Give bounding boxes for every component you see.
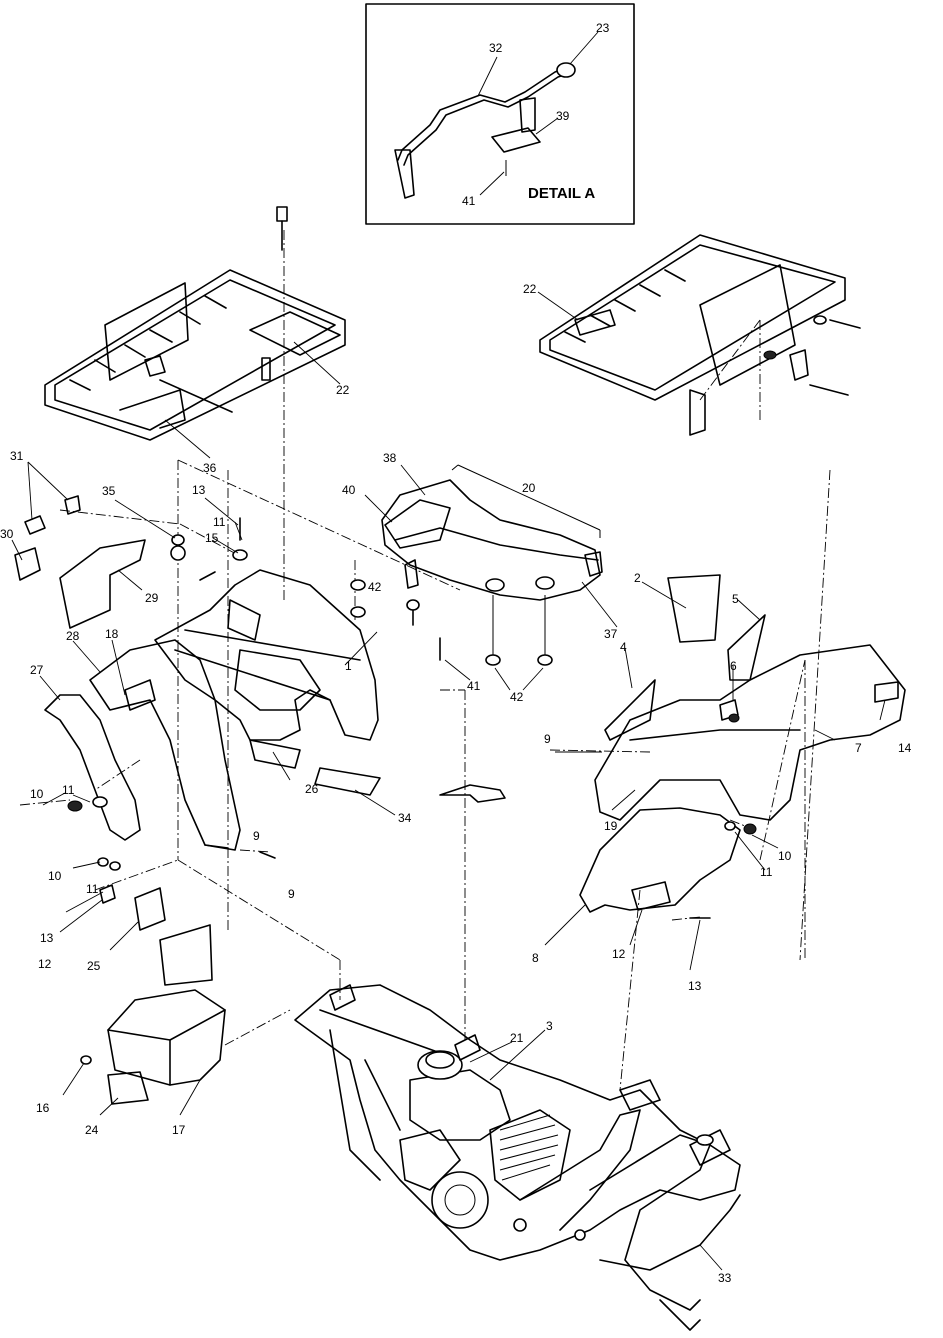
callout-7: 7 (855, 741, 862, 755)
callout-13-upper: 13 (192, 483, 206, 497)
mud-flap-27 (44, 694, 141, 841)
rear-fender-7 (594, 644, 906, 821)
callout-20: 20 (522, 481, 536, 495)
callout-6: 6 (730, 659, 737, 673)
seat (381, 479, 603, 601)
panel-34 (314, 767, 381, 796)
callout-26: 26 (305, 782, 319, 796)
bracket-25 (134, 887, 166, 931)
callout-8: 8 (532, 951, 539, 965)
detail-callout-41: 41 (462, 194, 476, 208)
battery-box-17 (107, 989, 226, 1086)
pad-24 (107, 1071, 149, 1105)
callout-22-front-rack: 22 (336, 383, 350, 397)
callout-9-rear: 9 (544, 732, 551, 746)
inner-fender-8 (579, 807, 741, 913)
callout-27: 27 (30, 663, 44, 677)
callout-42-upper: 42 (368, 580, 382, 594)
callout-21: 21 (510, 1031, 524, 1045)
callout-33: 33 (718, 1271, 732, 1285)
callout-35: 35 (102, 484, 116, 498)
callout-11-rear: 11 (760, 865, 773, 879)
detail-callout-39: 39 (556, 109, 570, 123)
footrest-plate (439, 784, 506, 803)
callout-2: 2 (634, 571, 641, 585)
front-rack (44, 206, 346, 441)
callout-41: 41 (467, 679, 481, 693)
callout-36: 36 (203, 461, 217, 475)
callout-14: 14 (898, 741, 912, 755)
callout-10-lower: 10 (48, 869, 62, 883)
callout-24: 24 (85, 1123, 99, 1137)
callout-13-lower: 13 (40, 931, 54, 945)
callout-29: 29 (145, 591, 159, 605)
callout-34: 34 (398, 811, 412, 825)
detail-callout-23: 23 (596, 21, 610, 35)
bracket-29 (59, 539, 146, 629)
callout-15: 15 (205, 531, 219, 545)
callout-13-rear: 13 (688, 979, 702, 993)
callout-18: 18 (105, 627, 119, 641)
panel-26 (249, 739, 301, 769)
callout-42-lower: 42 (510, 690, 524, 704)
callout-22-rear-rack: 22 (523, 282, 537, 296)
panel-2 (667, 574, 721, 643)
callout-38: 38 (383, 451, 397, 465)
detail-a-title: DETAIL A (528, 185, 595, 202)
callout-1: 1 (345, 659, 352, 673)
callout-16: 16 (36, 1101, 50, 1115)
rear-rack (539, 234, 861, 436)
front-fender-1 (154, 569, 379, 741)
callout-4: 4 (620, 640, 627, 654)
callout-10-rear: 10 (778, 849, 792, 863)
callout-11-upper: 11 (213, 515, 226, 529)
callout-19: 19 (604, 819, 618, 833)
callout-labels: 22 36 22 31 35 30 29 13 11 15 38 20 40 4… (0, 282, 912, 1285)
callout-5: 5 (732, 592, 739, 606)
callout-11-lower: 11 (86, 882, 99, 896)
callout-9-front-lower: 9 (288, 887, 295, 901)
callout-25: 25 (87, 959, 101, 973)
detail-callout-32: 32 (489, 41, 503, 55)
fender-18 (89, 639, 241, 851)
callout-10-front: 10 (30, 787, 44, 801)
callout-30: 30 (0, 527, 14, 541)
panel-5 (727, 614, 766, 681)
detail-a-inset: 32 23 39 41 DETAIL A (365, 3, 635, 225)
callout-28: 28 (66, 629, 80, 643)
callout-11-front: 11 (62, 783, 75, 797)
callout-37: 37 (604, 627, 618, 641)
callout-40: 40 (342, 483, 356, 497)
callout-3: 3 (546, 1019, 553, 1033)
callout-31: 31 (10, 449, 24, 463)
callout-9-front-upper: 9 (253, 829, 260, 843)
assembly-lines (19, 230, 831, 1091)
callout-12-front: 12 (38, 957, 52, 971)
callout-17: 17 (172, 1123, 186, 1137)
panel-4 (604, 679, 656, 741)
frame-and-engine (294, 984, 741, 1331)
callout-12-rear: 12 (612, 947, 626, 961)
